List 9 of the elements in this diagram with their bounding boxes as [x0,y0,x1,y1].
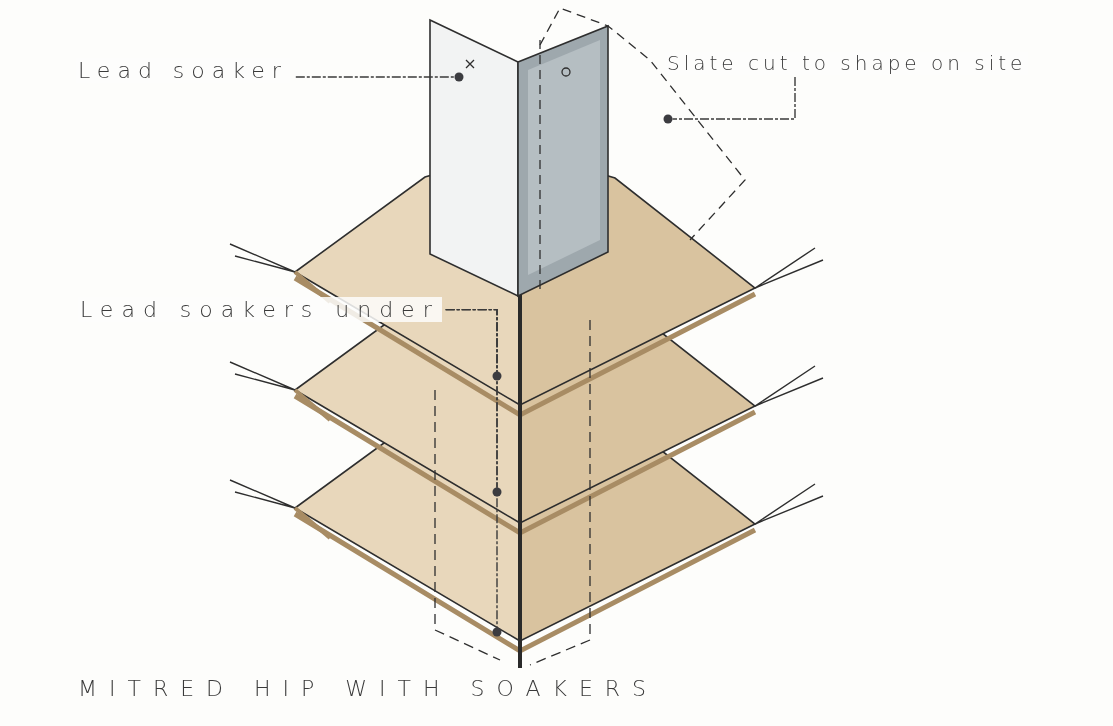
leader-line [295,76,456,78]
leader-dot [492,627,502,637]
leader-dot [492,487,502,497]
leader-dot [492,371,502,381]
leader-line [444,308,498,629]
leader-dot [663,114,673,124]
drawing-title: MITRED HIP WITH SOAKERS [78,676,659,701]
leader-line [671,76,796,120]
leader-dot [454,72,464,82]
